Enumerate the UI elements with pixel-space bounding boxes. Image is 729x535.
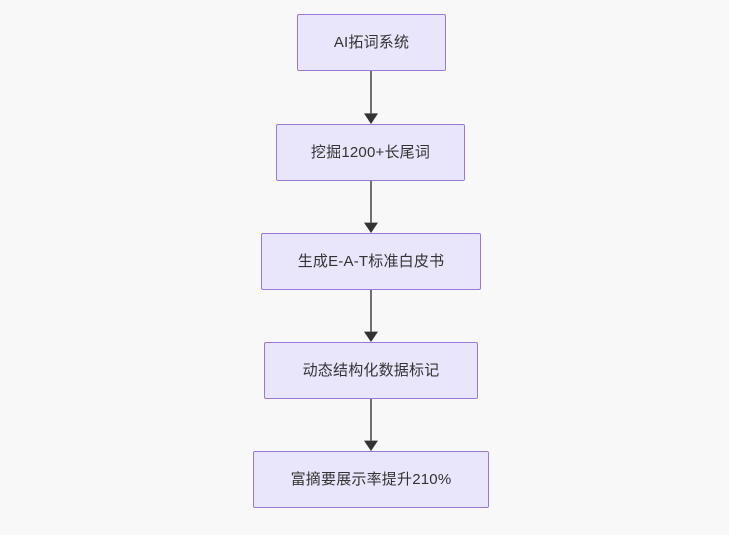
flow-node-ai-keyword-system[interactable]: AI拓词系统	[297, 14, 446, 71]
flow-arrow-4	[364, 399, 378, 451]
flow-arrow-1	[364, 71, 378, 124]
flow-node-mine-longtail-keywords[interactable]: 挖掘1200+长尾词	[276, 124, 465, 181]
flow-node-dynamic-structured-data-markup[interactable]: 动态结构化数据标记	[264, 342, 478, 399]
flow-arrow-2	[364, 181, 378, 233]
flow-node-generate-eat-whitepaper[interactable]: 生成E-A-T标准白皮书	[261, 233, 481, 290]
flow-node-rich-snippet-impression-lift[interactable]: 富摘要展示率提升210%	[253, 451, 489, 508]
flow-arrow-3	[364, 290, 378, 342]
